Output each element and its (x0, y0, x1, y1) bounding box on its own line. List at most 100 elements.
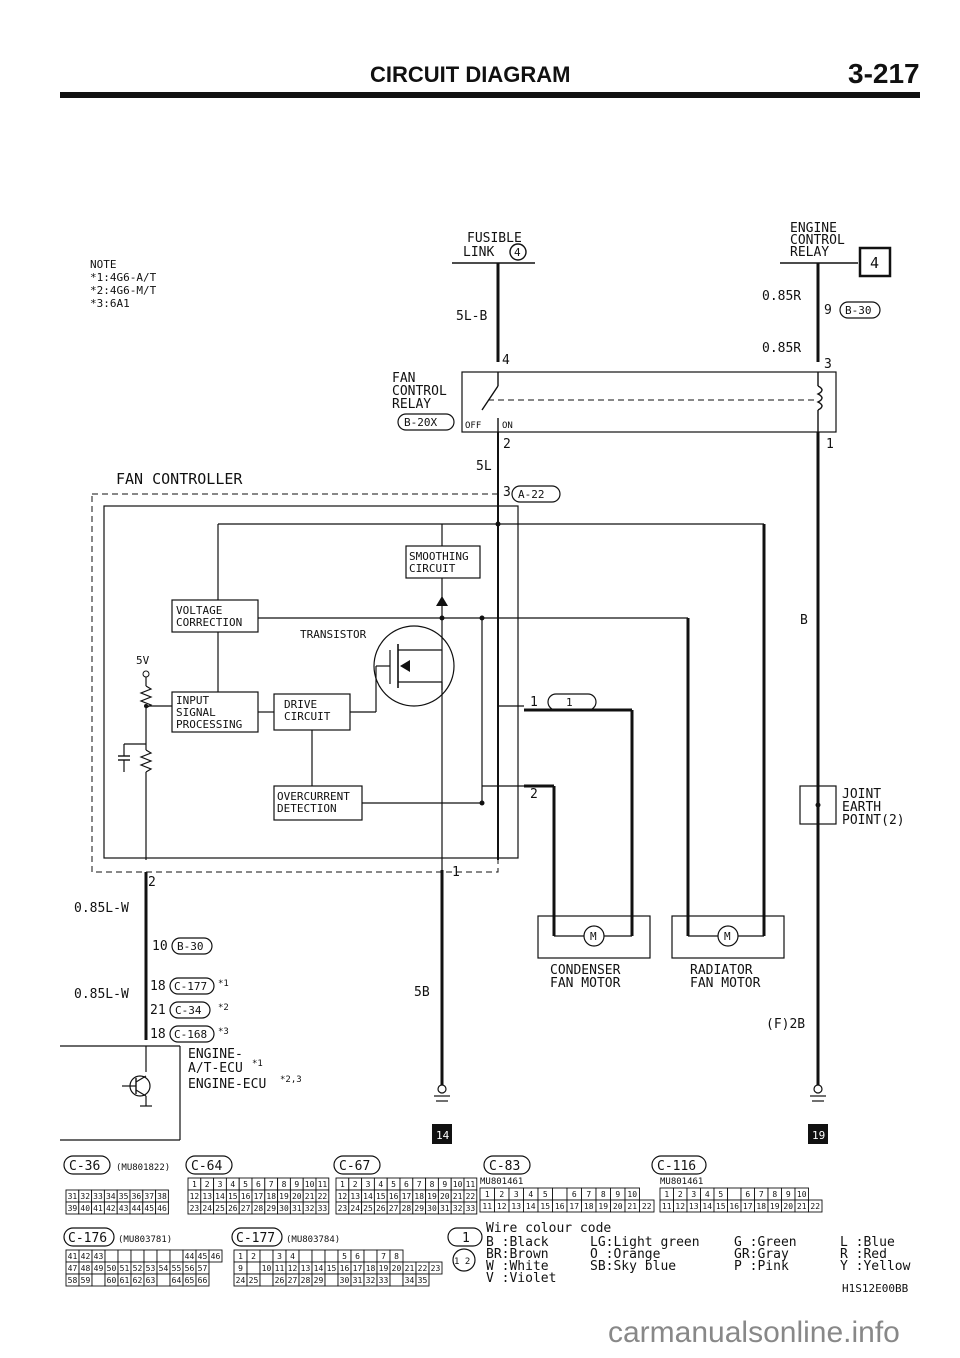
connector-pin-number: 8 (430, 1180, 435, 1189)
connector-pin-number: 33 (379, 1276, 389, 1285)
connector-pin-number: 37 (144, 1192, 154, 1201)
connector-pin-number: 14 (526, 1202, 536, 1211)
connector-pin-number: 9 (442, 1180, 447, 1189)
ecu-connector-c34: C-34 (175, 1004, 202, 1017)
connector-pin-number: 32 (80, 1192, 90, 1201)
connector-pin-number: 13 (202, 1192, 212, 1201)
colour-3-2: GR:Gray (734, 1247, 789, 1262)
connector-pin-cell (298, 1249, 313, 1263)
connector-pin-number: 11 (662, 1202, 672, 1211)
connector-pin-number: 9 (615, 1190, 620, 1199)
wire-085R-a: 0.85R (762, 289, 801, 304)
connector-pin-number: 42 (81, 1252, 91, 1261)
connector-pin-cell (259, 1273, 274, 1287)
connector-pin-number: 17 (254, 1192, 264, 1201)
connector-pin-cell (156, 1249, 171, 1263)
connector-pin-number: 21 (305, 1192, 315, 1201)
connector-pin-number: 16 (729, 1202, 739, 1211)
ecu-name-2-note: *1 (252, 1059, 263, 1069)
connector-pin-number: 14 (314, 1264, 324, 1273)
connector-pin-number: 18 (756, 1202, 766, 1211)
connector-pin-number: 19 (770, 1202, 780, 1211)
connector-pin-number: 10 (305, 1180, 315, 1189)
input-label-1: INPUT (176, 694, 209, 707)
connector-pin-number: 13 (511, 1202, 521, 1211)
connector-pin-number: 44 (185, 1252, 195, 1261)
ecu-pin-18b: 18 (150, 1027, 166, 1042)
wire-085LW-a: 0.85L-W (74, 901, 129, 916)
connector-pin-number: 23 (190, 1204, 200, 1213)
connector-pin-number: 15 (228, 1192, 238, 1201)
connector-pin-cell (169, 1249, 184, 1263)
ecu-pin-21: 21 (150, 1003, 166, 1018)
connector-pin-number: 41 (68, 1252, 78, 1261)
connector-pin-number: 26 (275, 1276, 285, 1285)
connector-pin-number: 66 (198, 1276, 208, 1285)
connector-pin-number: 13 (301, 1264, 311, 1273)
fusible-link-number: 4 (514, 246, 521, 259)
connector-pin-number: 15 (716, 1202, 726, 1211)
conn-c176-label: C-176 (68, 1231, 107, 1246)
connector-pin-number: 53 (146, 1264, 156, 1273)
connector-pin-number: 32 (305, 1204, 315, 1213)
connector-pin-number: 33 (318, 1204, 328, 1213)
connector-pin-number: 50 (107, 1264, 117, 1273)
connector-pin-number: 27 (241, 1204, 251, 1213)
ecu-note-3: *3 (218, 1027, 229, 1037)
connector-pin-number: 21 (405, 1264, 415, 1273)
connector-pin-cell (91, 1273, 106, 1287)
controller-pin-3: 3 (503, 485, 511, 500)
connector-pin-number: 5 (342, 1252, 347, 1261)
connector-pin-number: 22 (466, 1192, 476, 1201)
relay-pin-1: 1 (826, 437, 834, 452)
connector-pin-cell (315, 1201, 330, 1215)
watermark: carmanualsonline.info (608, 1316, 900, 1349)
connector-pin-number: 13 (689, 1202, 699, 1211)
connector-pin-number: 16 (555, 1202, 565, 1211)
connector-pin-number: 11 (466, 1180, 476, 1189)
connector-pin-number: 2 (353, 1180, 358, 1189)
output-pin-2: 2 (530, 787, 538, 802)
connector-pin-number: 41 (93, 1204, 103, 1213)
smoothing-label-1: SMOOTHING (409, 550, 469, 563)
note-line-2: *2:4G6-M/T (90, 284, 157, 297)
conn-c116-part: MU801461 (660, 1177, 703, 1187)
colour-4-1: L :Blue (840, 1235, 895, 1250)
connector-pin-number: 20 (613, 1202, 623, 1211)
connector-pin-number: 5 (718, 1190, 723, 1199)
output-connector-1: 1 (566, 696, 573, 709)
connector-pin-number: 31 (440, 1204, 450, 1213)
connector-pin-number: 33 (93, 1192, 103, 1201)
voltage-label-2: CORRECTION (176, 616, 242, 629)
controller-connector: A-22 (518, 488, 545, 501)
connector-pin-cell (195, 1273, 210, 1287)
ecr-connector: B-30 (845, 304, 872, 317)
ecu-pin-18a: 18 (150, 979, 166, 994)
connector-pin-number: 11 (275, 1264, 285, 1273)
connector-pin-number: 32 (366, 1276, 376, 1285)
connector-pin-number: 12 (675, 1202, 685, 1211)
joint-label-1: JOINT (842, 787, 881, 802)
connector-pin-number: 10 (797, 1190, 807, 1199)
conn-c36-part: (MU801822) (116, 1163, 170, 1173)
connector-pin-cell (415, 1273, 430, 1287)
connector-pin-number: 48 (81, 1264, 91, 1273)
connector-pin-number: 1 (238, 1252, 243, 1261)
relay-pin-2: 2 (503, 437, 511, 452)
earth-14-symbol: 14 (432, 1084, 452, 1144)
connector-pin-number: 5 (391, 1180, 396, 1189)
connector-pin-number: 28 (254, 1204, 264, 1213)
connector-pin-number: 2 (205, 1180, 210, 1189)
colour-1-3: W :White (486, 1259, 549, 1274)
fan-relay-label-1: FAN (392, 371, 415, 386)
connector-pin-number: 6 (745, 1190, 750, 1199)
condenser-fan-motor: M CONDENSER FAN MOTOR (537, 915, 651, 991)
colour-1-1: B :Black (486, 1235, 549, 1250)
conn-c67-label: C-67 (339, 1159, 370, 1174)
condenser-label-2: FAN MOTOR (550, 976, 621, 991)
connector-pin-number: 43 (119, 1204, 129, 1213)
connector-pin-number: 7 (417, 1180, 422, 1189)
connector-pin-number: 47 (68, 1264, 78, 1273)
ecr-pin-3: 3 (824, 357, 832, 372)
connector-pin-number: 23 (338, 1204, 348, 1213)
